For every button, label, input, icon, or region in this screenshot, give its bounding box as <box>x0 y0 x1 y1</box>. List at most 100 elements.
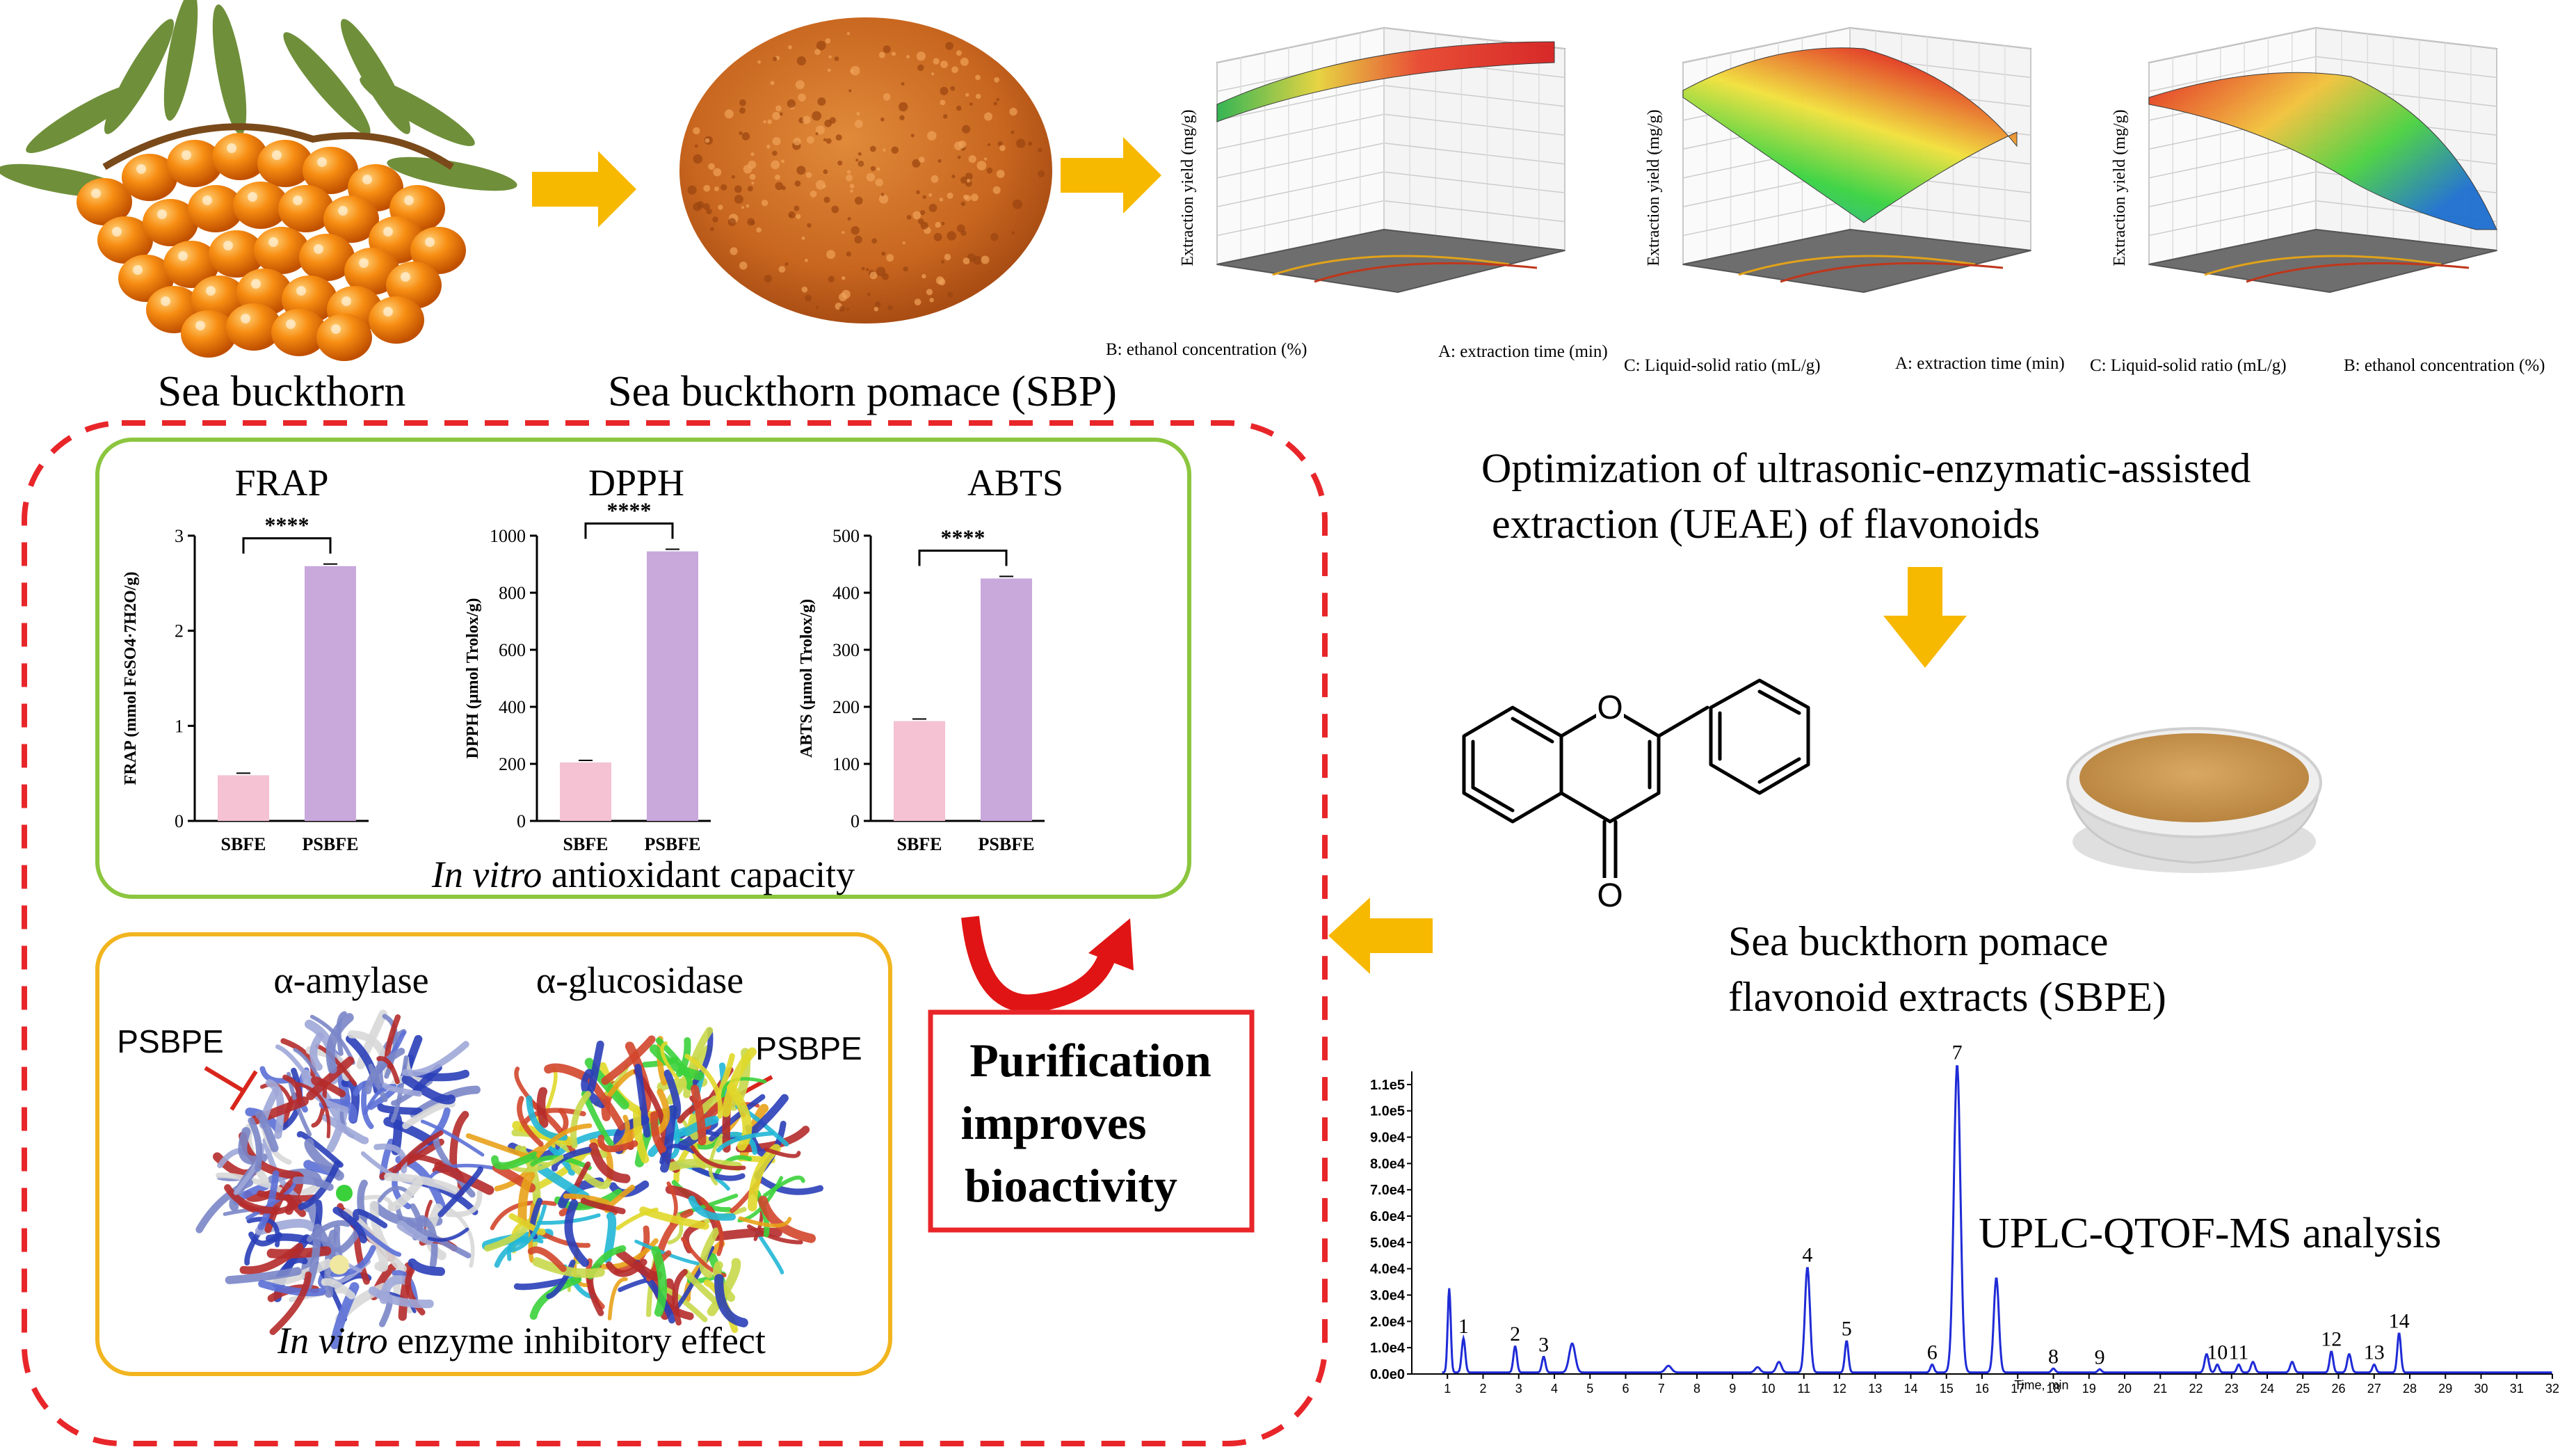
bar-chart-title: ABTS <box>967 462 1063 504</box>
oxygen-carbonyl: O <box>1597 877 1623 914</box>
ligand <box>336 1185 353 1201</box>
berry <box>77 178 132 225</box>
chrom-y-tick-label: 6.0e4 <box>1370 1209 1406 1224</box>
pomace-speckle <box>856 111 860 116</box>
pomace-speckle <box>899 115 905 120</box>
berry <box>167 140 223 187</box>
pomace-speckle <box>922 195 926 199</box>
pomace-speckle <box>846 32 851 35</box>
pomace-speckle <box>966 179 971 183</box>
pomace-speckle <box>962 125 971 134</box>
response-surface-plot: Extraction yield (mg/g) <box>1179 26 1565 294</box>
pomace-speckle <box>986 167 993 174</box>
berry-highlight <box>223 241 233 250</box>
pomace-speckle <box>990 232 999 241</box>
pomace-speckle <box>823 169 828 175</box>
pomace-speckle <box>999 145 1006 152</box>
leaf <box>104 19 174 134</box>
pomace-speckle <box>822 184 826 189</box>
berry-highlight <box>206 286 216 296</box>
bar <box>305 566 356 821</box>
pomace-speckle <box>788 45 792 49</box>
surface-axis-label: C: Liquid-solid ratio (mL/g) <box>1624 356 1821 375</box>
pomace-speckle <box>906 215 912 220</box>
pomace-speckle <box>693 154 703 164</box>
cycle-arrow <box>961 916 1134 1013</box>
pomace-speckle <box>763 120 766 124</box>
leaf <box>283 32 371 135</box>
pomace-speckle <box>756 227 762 233</box>
category-label: PSBFE <box>303 834 359 854</box>
enzyme-box <box>95 932 892 1376</box>
pomace-speckle <box>910 134 915 138</box>
significance-bracket <box>242 537 332 554</box>
chrom-x-tick-label: 28 <box>2403 1382 2417 1396</box>
chrom-x-tick-label: 4 <box>1551 1382 1558 1396</box>
pomace-speckle <box>958 141 967 148</box>
pomace-speckle <box>714 186 719 191</box>
peak-label: 8 <box>2048 1345 2059 1368</box>
response-surface-plot: Extraction yield (mg/g) <box>1645 26 2031 294</box>
leaf <box>341 19 410 134</box>
berry <box>188 185 243 232</box>
chrom-x-tick-label: 13 <box>1868 1382 1882 1396</box>
berry-highlight <box>383 227 393 237</box>
pomace-speckle <box>795 80 805 90</box>
pomace-image <box>679 17 1052 323</box>
pomace-speckle <box>781 159 784 163</box>
pomace-speckle <box>846 170 851 174</box>
pomace-speckle <box>831 205 839 214</box>
berry-highlight <box>314 244 323 254</box>
pomace-speckle <box>947 291 953 298</box>
pomace-speckle <box>880 193 885 196</box>
pomace-speckle <box>706 208 712 215</box>
pomace-speckle <box>935 222 941 228</box>
berry <box>303 147 358 194</box>
pomace-speckle <box>914 298 921 306</box>
peak-label: 2 <box>1510 1323 1520 1345</box>
berry <box>209 230 264 278</box>
berry <box>97 216 153 264</box>
pomace-speckle <box>827 68 831 72</box>
pomace-speckle <box>778 266 786 273</box>
chrom-y-tick-label: 7.0e4 <box>1370 1183 1406 1198</box>
surface-axis-label: C: Liquid-solid ratio (mL/g) <box>2090 356 2287 375</box>
pomace-speckle <box>869 271 878 280</box>
category-label: PSBFE <box>645 834 701 854</box>
pomace-speckle <box>920 221 928 230</box>
pomace-speckle <box>992 186 1001 194</box>
berry <box>143 199 198 246</box>
y-tick-label: 600 <box>499 640 526 660</box>
pomace-speckle <box>764 274 773 283</box>
pomace-speckle <box>846 307 849 311</box>
chrom-y-tick-label: 0.0e0 <box>1370 1367 1405 1382</box>
pomace-speckle <box>960 57 969 66</box>
chrom-x-tick-label: 24 <box>2260 1382 2274 1396</box>
y-tick-label: 400 <box>499 697 526 717</box>
pomace-speckle <box>812 111 821 121</box>
pomace-speckle <box>933 58 940 65</box>
pomace-speckle <box>770 81 775 86</box>
pomace-speckle <box>996 97 1000 102</box>
berry <box>278 185 334 232</box>
pomace-speckle <box>796 166 806 175</box>
pomace-speckle <box>817 97 826 106</box>
pomace-speckle <box>796 214 801 219</box>
y-tick-label: 3 <box>175 526 184 546</box>
pomace-speckle <box>917 64 924 72</box>
peak-label: 7 <box>1952 1041 1963 1064</box>
peak-label: 10 <box>2207 1341 2228 1364</box>
peak-label: 13 <box>2364 1341 2385 1364</box>
pomace-speckle <box>1038 170 1045 177</box>
leaf <box>163 0 198 121</box>
y-tick-label: 100 <box>832 754 860 774</box>
pomace-speckle <box>805 258 808 262</box>
pomace-speckle <box>835 134 842 141</box>
berry <box>271 309 327 356</box>
chrom-x-tick-label: 5 <box>1586 1382 1593 1396</box>
pomace-speckle <box>963 257 970 264</box>
berry-highlight <box>248 192 257 202</box>
pomace-speckle <box>920 210 926 216</box>
berry-highlight <box>383 307 393 317</box>
